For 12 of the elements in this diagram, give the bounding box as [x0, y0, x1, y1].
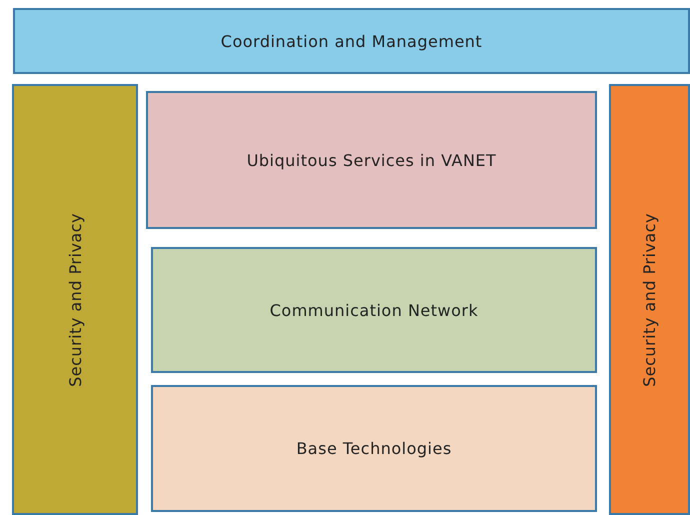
layer-label: Communication Network [270, 300, 478, 320]
layer-label: Security and Privacy [66, 212, 84, 386]
layer-box [151, 247, 597, 373]
layer-label: Ubiquitous Services in VANET [246, 150, 496, 170]
layer-label: Security and Privacy [640, 212, 659, 386]
layer-box [151, 385, 597, 512]
layer-label: Base Technologies [296, 439, 452, 458]
layer-label: Coordination and Management [220, 32, 482, 50]
layer-band [13, 8, 690, 74]
side-pillar [609, 84, 690, 515]
side-pillar [12, 84, 138, 515]
layer-box [146, 91, 597, 229]
